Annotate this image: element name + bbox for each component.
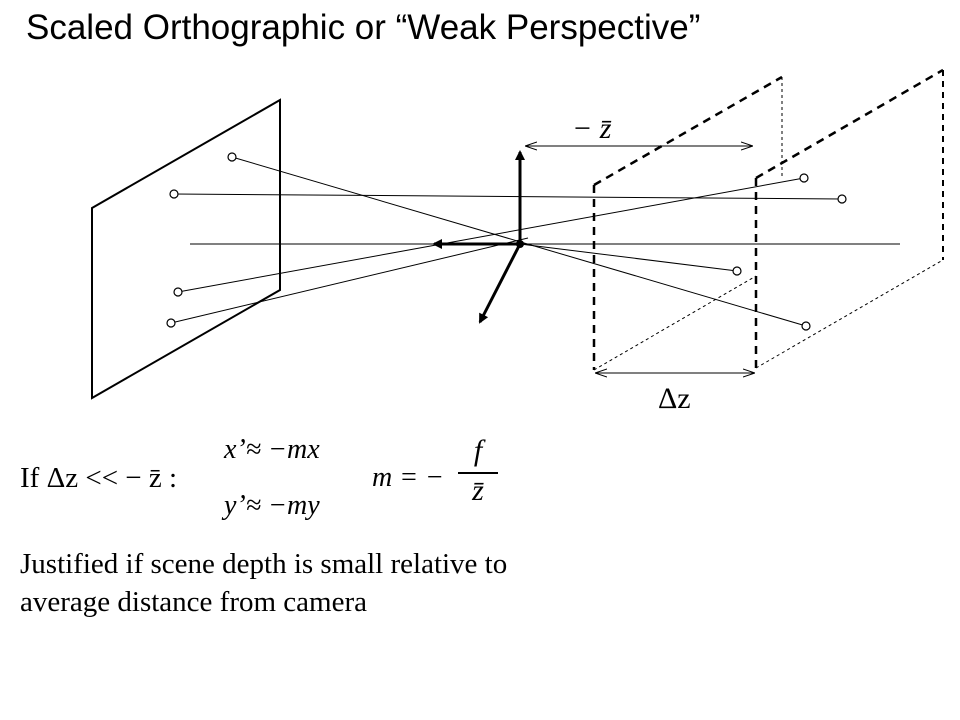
image-points [166,152,237,328]
fraction-denominator: z̄ [472,474,484,507]
note-line-1: Justified if scene depth is small relati… [20,548,508,580]
fraction-numerator: f [473,434,483,467]
m-label: m = − [372,462,445,493]
projection-rays [170,156,843,327]
neg-zbar-label: − z̄ [572,112,612,145]
camera-center [516,240,524,248]
delta-z-label: Δz [658,382,691,415]
note-line-2: average distance from camera [20,586,367,618]
fraction-bar [458,472,498,474]
m-fraction: f z̄ [458,434,498,508]
slide-title: Scaled Orthographic or “Weak Perspective… [26,8,701,47]
condition-if: If Δz << − z̄ : [20,462,178,494]
back-reference-plane [754,68,944,369]
camera-frame [432,150,525,324]
image-plane [91,98,281,400]
equation-x: x’≈ −mx [224,434,320,465]
scene-points [732,173,847,331]
equation-y: y’≈ −my [224,490,320,521]
front-reference-plane [592,75,783,371]
justification-note: Justified if scene depth is small relati… [20,545,507,621]
